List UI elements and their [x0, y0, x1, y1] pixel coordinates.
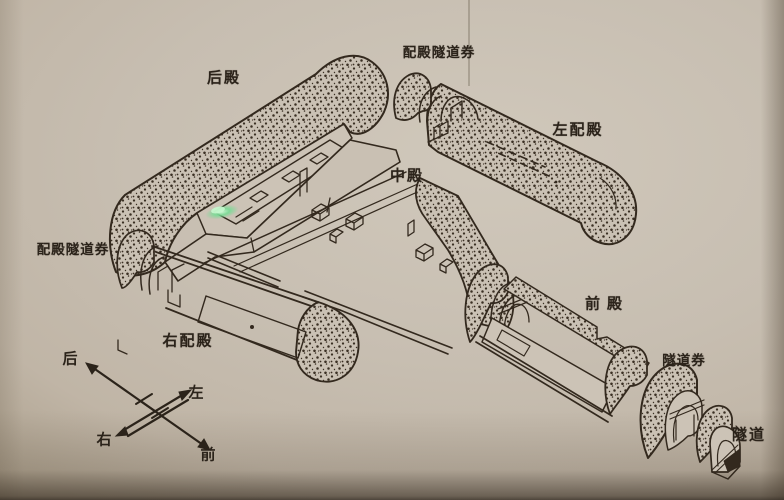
hidden-floor-dashes	[486, 141, 550, 177]
label-side-hall-tunnel-vault-top: 配殿隧道券	[402, 45, 476, 61]
compass-arrowhead-back	[85, 362, 99, 375]
laser-pointer-dot	[205, 204, 239, 220]
front-hall-floor	[481, 317, 615, 413]
label-side-hall-tunnel-vault-left: 配殿隧道券	[36, 242, 110, 258]
label-tunnel: 隧道	[731, 425, 767, 444]
label-right-side-hall: 右配殿	[162, 331, 214, 350]
tunnel-label-tick	[735, 425, 742, 432]
compass-label-front: 前	[200, 445, 216, 464]
tunnel-vault-and-tunnel	[639, 362, 742, 480]
compass-arrowhead-left	[178, 389, 193, 401]
compass-arrowhead-right	[114, 426, 129, 437]
middle-hall-objects	[311, 203, 454, 274]
label-tunnel-vault: 隧道券	[662, 353, 706, 369]
front-hall	[464, 263, 650, 423]
compass-label-left: 左	[188, 383, 204, 402]
right-side-hall	[116, 229, 360, 383]
compass-arrows	[85, 362, 211, 451]
side-hall-tunnel-vault-left-arch	[116, 229, 155, 289]
label-left-side-hall: 左配殿	[552, 120, 604, 139]
label-front-hall: 前殿	[584, 294, 630, 313]
left-side-hall-vault	[426, 83, 638, 246]
label-rear-hall: 后殿	[206, 68, 242, 87]
side-hall-tunnel-vault-top-stub	[393, 72, 449, 143]
middle-hall-floor	[203, 171, 467, 355]
label-middle-hall: 中殿	[389, 166, 425, 185]
compass-label-back: 后	[62, 349, 78, 368]
compass-label-right: 右	[96, 430, 112, 449]
rear-hall-front-wall	[164, 139, 401, 282]
compass-arrowhead-front	[197, 438, 211, 451]
